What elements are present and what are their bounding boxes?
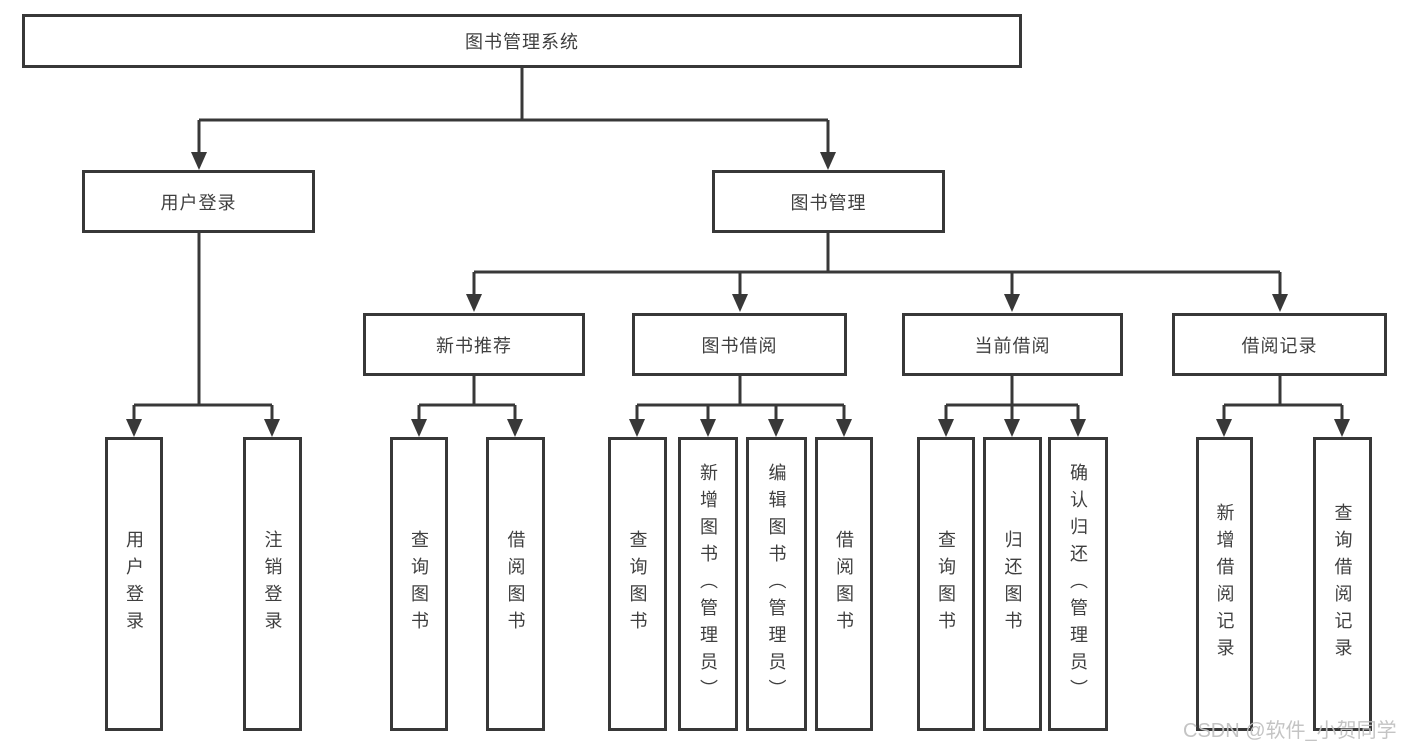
leaf-label: 用户登录	[124, 530, 144, 638]
leaf-add-borrowing-record: 新增借阅记录	[1196, 437, 1253, 731]
leaf-edit-books-admin: 编辑图书（管理员）	[746, 437, 807, 731]
node-current-borrowing: 当前借阅	[902, 313, 1123, 376]
leaf-label: 借阅图书	[834, 530, 854, 638]
node-borrowing-records: 借阅记录	[1172, 313, 1387, 376]
leaf-logout-login: 注销登录	[243, 437, 302, 731]
node-book-management: 图书管理	[712, 170, 945, 233]
node-label: 用户登录	[160, 192, 237, 213]
leaf-query-books-borrowing: 查询图书	[608, 437, 667, 731]
node-label: 当前借阅	[974, 335, 1051, 356]
csdn-watermark: CSDN @软件_小贺同学	[1183, 720, 1397, 742]
node-book-borrowing: 图书借阅	[632, 313, 847, 376]
node-label: 借阅记录	[1241, 335, 1318, 356]
leaf-label: 新增借阅记录	[1214, 503, 1235, 665]
leaf-query-books-recommend: 查询图书	[390, 437, 448, 731]
leaf-label: 编辑图书（管理员）	[766, 462, 787, 706]
leaf-label: 查询图书	[936, 530, 956, 638]
node-label: 新书推荐	[436, 335, 512, 356]
node-label: 图书管理	[790, 192, 867, 213]
leaf-label: 借阅图书	[505, 530, 526, 638]
leaf-label: 注销登录	[262, 530, 283, 638]
leaf-label: 新增图书（管理员）	[698, 462, 718, 706]
leaf-add-books-admin: 新增图书（管理员）	[678, 437, 738, 731]
node-user-login: 用户登录	[82, 170, 315, 233]
leaf-label: 确认归还（管理员）	[1068, 462, 1088, 706]
leaf-borrow-books: 借阅图书	[815, 437, 873, 731]
leaf-confirm-return-admin: 确认归还（管理员）	[1048, 437, 1108, 731]
leaf-query-books-current: 查询图书	[917, 437, 975, 731]
leaf-return-books: 归还图书	[983, 437, 1042, 731]
leaf-user-login: 用户登录	[105, 437, 163, 731]
node-library-management-system: 图书管理系统	[22, 14, 1022, 68]
leaf-label: 查询借阅记录	[1332, 503, 1353, 665]
leaf-label: 查询图书	[409, 530, 429, 638]
leaf-label: 归还图书	[1002, 530, 1023, 638]
node-new-book-recommendation: 新书推荐	[363, 313, 585, 376]
node-label: 图书借阅	[701, 335, 778, 356]
leaf-borrow-books-recommend: 借阅图书	[486, 437, 545, 731]
node-label: 图书管理系统	[465, 32, 579, 52]
leaf-query-borrowing-record: 查询借阅记录	[1313, 437, 1372, 731]
leaf-label: 查询图书	[627, 530, 648, 638]
